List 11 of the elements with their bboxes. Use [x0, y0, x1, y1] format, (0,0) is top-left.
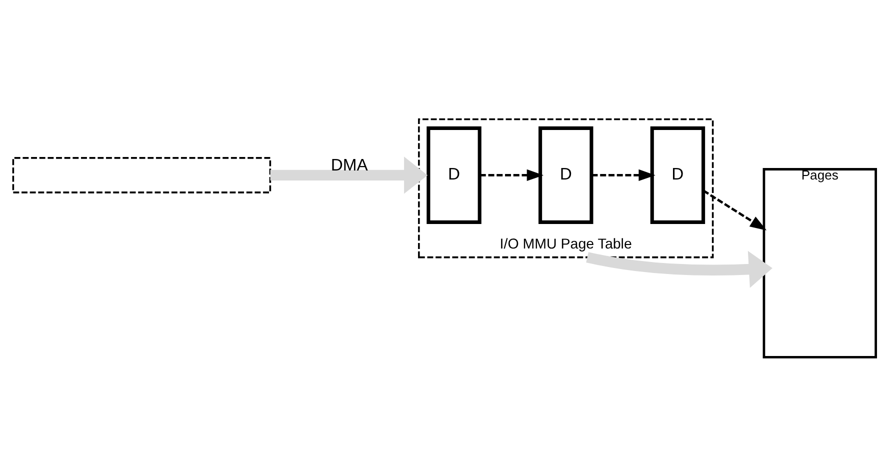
node-box: D	[538, 126, 594, 224]
arrow	[270, 156, 428, 194]
node-box: D	[426, 126, 482, 224]
edge-label: DMA	[330, 156, 368, 175]
arrow	[702, 190, 767, 230]
node-box: Pages	[762, 168, 877, 358]
node-box	[12, 157, 272, 194]
arrow	[586, 250, 772, 288]
arrow	[480, 169, 544, 182]
arrow	[592, 169, 656, 182]
node-box: D	[650, 126, 706, 224]
